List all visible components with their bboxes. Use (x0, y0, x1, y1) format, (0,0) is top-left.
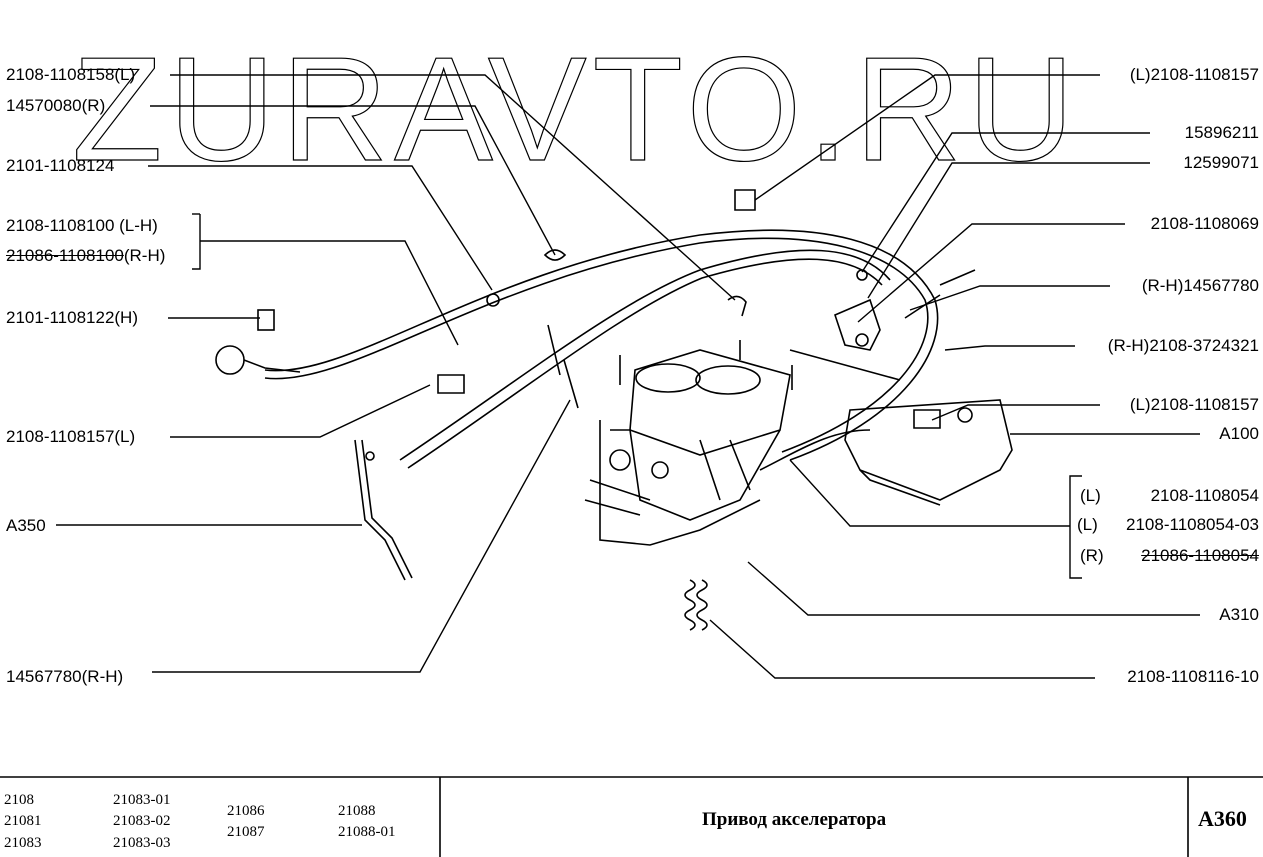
label-21086-1108100: 21086-1108100(R-H) (6, 246, 165, 266)
accelerator-cables (264, 229, 939, 471)
label-2101-1108122: 2101-1108122(H) (6, 308, 138, 327)
bracket-left (192, 214, 201, 270)
label-14567780-right: (R-H)14567780 (1141, 276, 1259, 295)
label-2108-1108054-03: 2108-1108054-03 (1126, 515, 1259, 534)
model-21081: 21081 (4, 813, 42, 829)
label-a100: A100 (1219, 424, 1259, 443)
label-right-1108157-top: (L)2108-1108157 (1129, 65, 1259, 84)
label-2108-1108100: 2108-1108100 (L-H) (6, 216, 158, 235)
label-group-l2-prefix: (L) (1077, 515, 1098, 534)
spring (684, 579, 708, 631)
bracket-right-group (1069, 475, 1082, 579)
leader-14567780-left (152, 399, 571, 673)
leader-14567780-right (909, 285, 1110, 311)
label-14570080: 14570080(R) (6, 96, 106, 115)
leader-right-1108157-bottom (931, 404, 1100, 421)
diagram-title: Привод акселератора (702, 809, 887, 830)
label-2108-1108054: 2108-1108054 (1150, 486, 1259, 505)
label-group-l-prefix: (L) (1080, 486, 1101, 505)
model-21087: 21087 (227, 824, 265, 840)
leader-2108-3724321 (944, 345, 1075, 351)
label-2108-1108157-left: 2108-1108157(L) (6, 427, 136, 446)
leader-2101-1108124 (148, 165, 493, 291)
label-21086-1108100-number: 21086-1108100 (6, 246, 124, 265)
label-a350: A350 (6, 516, 46, 535)
model-21086: 21086 (227, 803, 265, 819)
leader-2108-1108157-left (170, 384, 431, 438)
leader-15896211 (861, 132, 1150, 273)
model-21083-02: 21083-02 (113, 813, 171, 829)
leader-a310 (747, 561, 1200, 616)
leader-lines (56, 74, 1200, 679)
label-2108-1108158: 2108-1108158(L) (6, 65, 136, 84)
model-21083: 21083 (4, 835, 42, 851)
label-group-r-prefix: (R) (1080, 546, 1104, 565)
leader-12599071 (867, 162, 1150, 299)
leader-14570080 (150, 105, 556, 256)
label-right-1108157-bottom: (L)2108-1108157 (1129, 395, 1259, 414)
model-2108: 2108 (4, 792, 34, 808)
carburetor-assembly (584, 298, 1013, 546)
pedal-a350 (354, 439, 413, 581)
rods (547, 269, 976, 409)
label-2108-1108116-10: 2108-1108116-10 (1127, 667, 1259, 686)
model-21083-03: 21083-03 (113, 835, 171, 851)
diagram-code: A360 (1198, 806, 1247, 831)
label-21086-1108054: 21086-1108054 (1141, 546, 1259, 565)
watermark: ZURAVTO.RU (72, 27, 1080, 192)
leader-right-1108157-top (754, 74, 1100, 201)
label-2108-1108069: 2108-1108069 (1150, 214, 1259, 233)
label-2101-1108124: 2101-1108124 (6, 156, 115, 175)
leader-1108054 (789, 459, 1070, 527)
label-a310: A310 (1219, 605, 1259, 624)
model-21088-01: 21088-01 (338, 824, 396, 840)
model-21088: 21088 (338, 803, 376, 819)
label-15896211: 15896211 (1184, 123, 1259, 142)
label-14567780-left: 14567780(R-H) (6, 667, 124, 686)
leader-2108-1108116 (709, 619, 1095, 679)
label-12599071: 12599071 (1183, 153, 1259, 172)
leader-2108-1108100 (200, 240, 459, 346)
clips (437, 189, 941, 429)
leader-2108-1108158 (170, 74, 736, 301)
label-21086-1108100-suffix: (R-H) (123, 246, 166, 265)
leader-2108-1108069 (857, 223, 1125, 323)
label-2108-3724321: (R-H)2108-3724321 (1107, 336, 1259, 355)
cable-knob (215, 309, 301, 375)
model-21083-01: 21083-01 (113, 792, 171, 808)
footer-frame (0, 776, 1263, 857)
